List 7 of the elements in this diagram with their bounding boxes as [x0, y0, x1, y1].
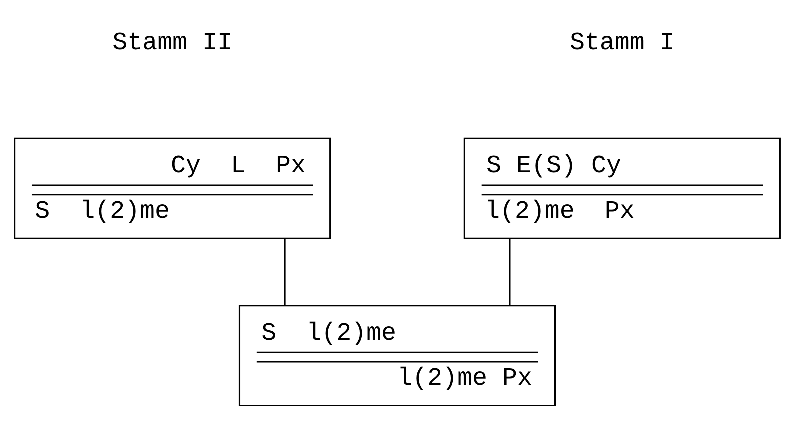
connector [284, 238, 286, 306]
label: Stamm I [570, 28, 675, 58]
node-box: S E(S) Cy l(2)me Px [464, 138, 781, 240]
connector [509, 238, 511, 306]
node-box: Cy L Px S l(2)me [14, 138, 332, 240]
label: Stamm II [112, 28, 233, 58]
node-box: S l(2)me l(2)me Px [238, 305, 556, 407]
